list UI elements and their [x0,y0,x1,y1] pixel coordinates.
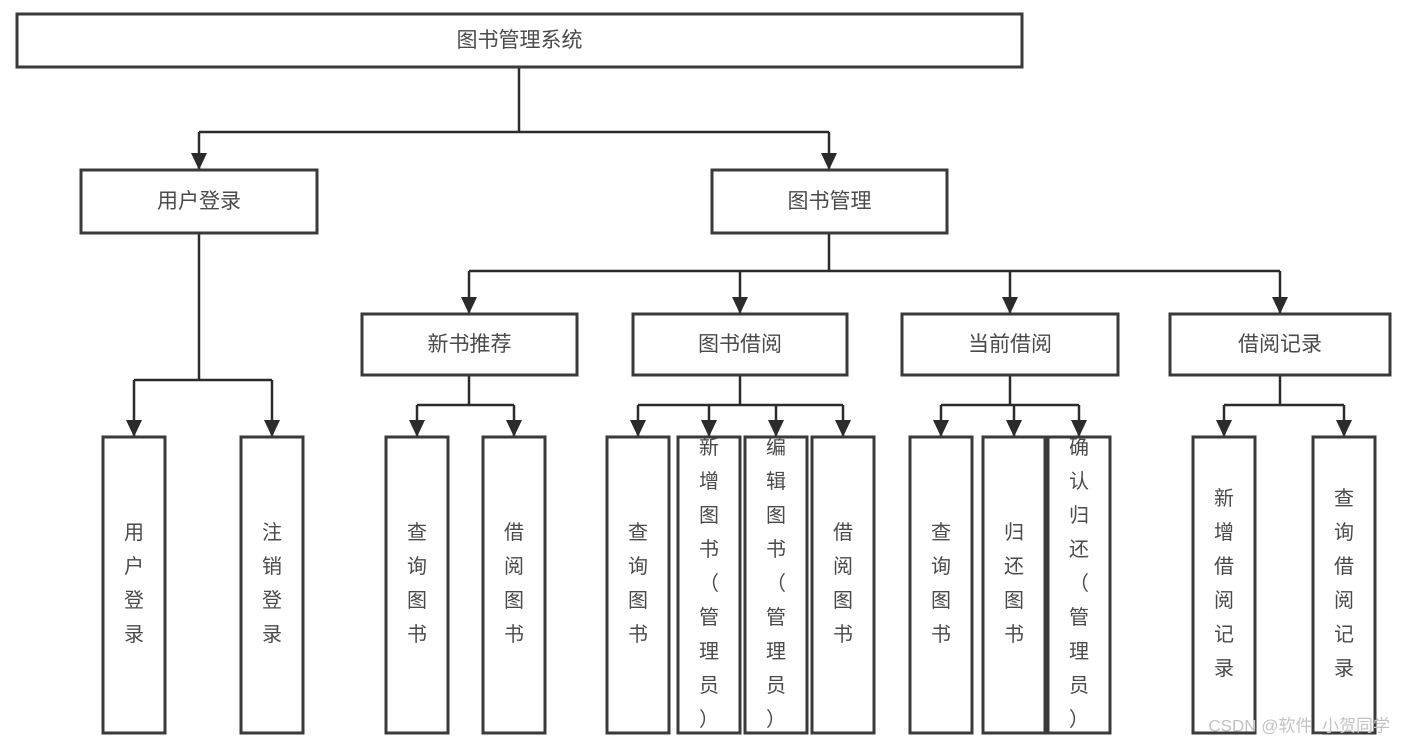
node-box[interactable] [239,435,305,735]
node-label: 当前借阅 [968,333,1052,356]
node-box[interactable] [900,312,1120,377]
arrow-head-icon [191,153,207,170]
node-leaf-query-borrow-record[interactable]: 查询借阅记录 [1311,435,1377,735]
node-label: 归还图书 [1004,521,1024,646]
node-box[interactable] [810,435,876,735]
node-box[interactable] [710,168,949,235]
node-label: 用户登录 [157,190,241,213]
node-leaf-borrow-book-recommend[interactable]: 借阅图书 [481,435,547,735]
node-box[interactable] [15,12,1024,69]
node-box[interactable] [1191,435,1257,735]
arrow-head-icon [1272,297,1288,314]
node-label: 新增借阅记录 [1214,487,1234,680]
node-leaf-edit-book-admin[interactable]: 编辑图书（管理员） [743,435,809,735]
node-leaf-add-borrow-record[interactable]: 新增借阅记录 [1191,435,1257,735]
arrow-head-icon [1002,297,1018,314]
node-label: 图书管理系统 [457,29,583,52]
node-box[interactable] [743,435,809,735]
node-layer: 图书管理系统用户登录图书管理新书推荐图书借阅当前借阅借阅记录用户登录注销登录查询… [15,12,1392,735]
node-label: 注销登录 [262,521,282,646]
node-box[interactable] [384,435,450,735]
node-label: 新增图书（管理员） [699,436,719,731]
node-borrow-record[interactable]: 借阅记录 [1168,312,1392,377]
node-label: 新书推荐 [428,333,512,356]
node-label: 图书借阅 [698,333,782,356]
node-box[interactable] [481,435,547,735]
node-label: 编辑图书（管理员） [766,436,786,731]
node-box[interactable] [908,435,974,735]
node-label: 借阅图书 [504,521,524,646]
node-leaf-logout-login[interactable]: 注销登录 [239,435,305,735]
arrow-head-icon [732,297,748,314]
node-label: 确认归还（管理员） [1069,436,1089,731]
node-box[interactable] [79,168,319,235]
arrow-head-icon [1336,420,1352,437]
node-leaf-query-book-current[interactable]: 查询图书 [908,435,974,735]
arrow-head-icon [264,420,280,437]
node-leaf-user-login[interactable]: 用户登录 [101,435,167,735]
node-box[interactable] [676,435,742,735]
connector-current-borrow-to-leaves [933,375,1087,437]
connector-root-to-level2 [191,67,837,170]
arrow-head-icon [409,420,425,437]
node-box[interactable] [631,312,849,377]
connector-layer [126,67,1352,437]
node-box[interactable] [1168,312,1392,377]
node-book-management[interactable]: 图书管理 [710,168,949,235]
node-label: 借阅记录 [1238,333,1322,356]
arrow-head-icon [1071,420,1087,437]
arrow-head-icon [768,420,784,437]
node-label: 查询图书 [931,521,951,646]
node-label: 查询借阅记录 [1334,487,1354,680]
node-leaf-query-book-recommend[interactable]: 查询图书 [384,435,450,735]
node-leaf-return-book[interactable]: 归还图书 [981,435,1047,735]
node-leaf-borrow-book[interactable]: 借阅图书 [810,435,876,735]
node-label: 图书管理 [788,190,872,213]
connector-new-book-recommend-to-leaves [409,375,522,437]
arrow-head-icon [701,420,717,437]
node-box[interactable] [981,435,1047,735]
node-box[interactable] [605,435,671,735]
arrow-head-icon [1216,420,1232,437]
arrow-head-icon [630,420,646,437]
node-leaf-query-book-borrow[interactable]: 查询图书 [605,435,671,735]
watermark-label: CSDN @软件_小贺同学 [1208,716,1390,735]
connector-book-management-to-level3 [461,233,1288,314]
node-box[interactable] [1311,435,1377,735]
connector-user-login-to-leaves [126,233,280,437]
connector-borrow-record-to-leaves [1216,375,1352,437]
node-label: 查询图书 [628,521,648,646]
node-label: 用户登录 [124,522,144,646]
node-leaf-confirm-return-admin[interactable]: 确认归还（管理员） [1046,435,1112,735]
arrow-head-icon [1006,420,1022,437]
arrow-head-icon [933,420,949,437]
node-new-book-recommend[interactable]: 新书推荐 [360,312,579,377]
connector-book-borrow-to-leaves [630,375,851,437]
node-label: 查询图书 [407,521,427,646]
node-box[interactable] [1046,435,1112,735]
node-box[interactable] [101,435,167,735]
arrow-head-icon [506,420,522,437]
node-root[interactable]: 图书管理系统 [15,12,1024,69]
arrow-head-icon [461,297,477,314]
arrow-head-icon [126,420,142,437]
node-book-borrow[interactable]: 图书借阅 [631,312,849,377]
node-user-login[interactable]: 用户登录 [79,168,319,235]
node-label: 借阅图书 [833,521,853,646]
node-leaf-add-book-admin[interactable]: 新增图书（管理员） [676,435,742,735]
node-box[interactable] [360,312,579,377]
node-current-borrow[interactable]: 当前借阅 [900,312,1120,377]
arrow-head-icon [821,153,837,170]
arrow-head-icon [835,420,851,437]
